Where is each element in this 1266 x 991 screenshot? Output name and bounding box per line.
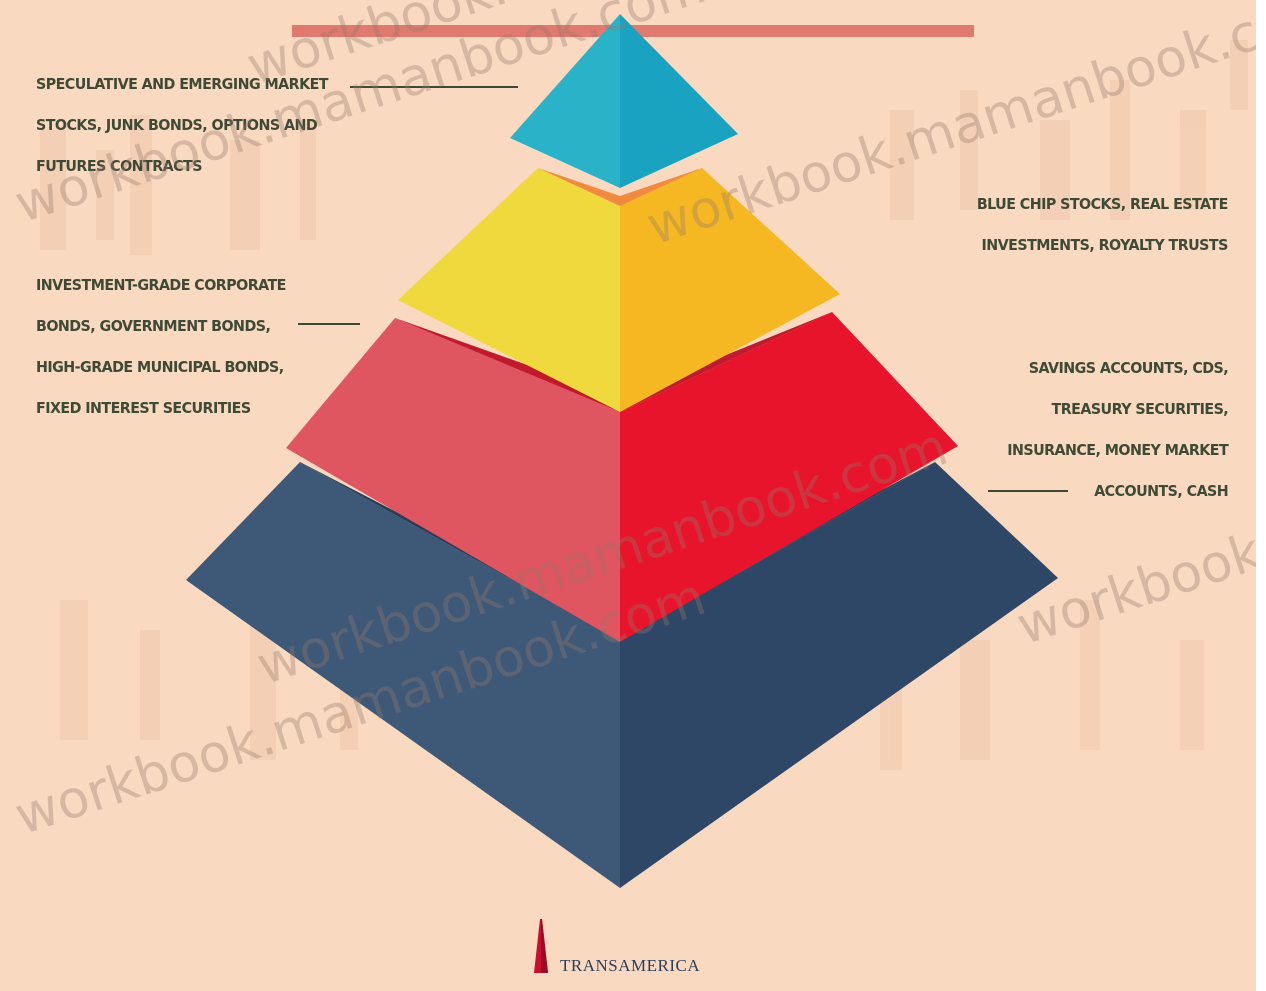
label-line: TREASURY SECURITIES, [1007, 389, 1228, 430]
label-savings-tier: SAVINGS ACCOUNTS, CDS, TREASURY SECURITI… [1007, 348, 1228, 512]
label-line: INVESTMENT-GRADE CORPORATE [36, 265, 286, 306]
label-investment-grade-tier: INVESTMENT-GRADE CORPORATE BONDS, GOVERN… [36, 265, 286, 429]
top-tier-right-face [620, 14, 738, 188]
label-line: ACCOUNTS, CASH [1007, 471, 1228, 512]
label-line: HIGH-GRADE MUNICIPAL BONDS, [36, 347, 286, 388]
label-line: BLUE CHIP STOCKS, REAL ESTATE [977, 184, 1228, 225]
label-line: INVESTMENTS, ROYALTY TRUSTS [977, 225, 1228, 266]
logo-wordmark: TRANSAMERICA [560, 956, 700, 976]
top-tier-left-face [510, 14, 620, 188]
label-line: INSURANCE, MONEY MARKET [1007, 430, 1228, 471]
label-line: FUTURES CONTRACTS [36, 146, 328, 187]
label-line: SAVINGS ACCOUNTS, CDS, [1007, 348, 1228, 389]
label-blue-chip-tier: BLUE CHIP STOCKS, REAL ESTATE INVESTMENT… [977, 184, 1228, 266]
leader-line-investment [298, 323, 360, 325]
frame-edge [1256, 0, 1266, 991]
label-line: BONDS, GOVERNMENT BONDS, [36, 306, 286, 347]
pyramid-tier-top [510, 14, 738, 188]
label-speculative-tier: SPECULATIVE AND EMERGING MARKET STOCKS, … [36, 64, 328, 187]
label-line: FIXED INTEREST SECURITIES [36, 388, 286, 429]
label-line: STOCKS, JUNK BONDS, OPTIONS AND [36, 105, 328, 146]
label-line: SPECULATIVE AND EMERGING MARKET [36, 64, 328, 105]
leader-line-top [350, 86, 518, 88]
